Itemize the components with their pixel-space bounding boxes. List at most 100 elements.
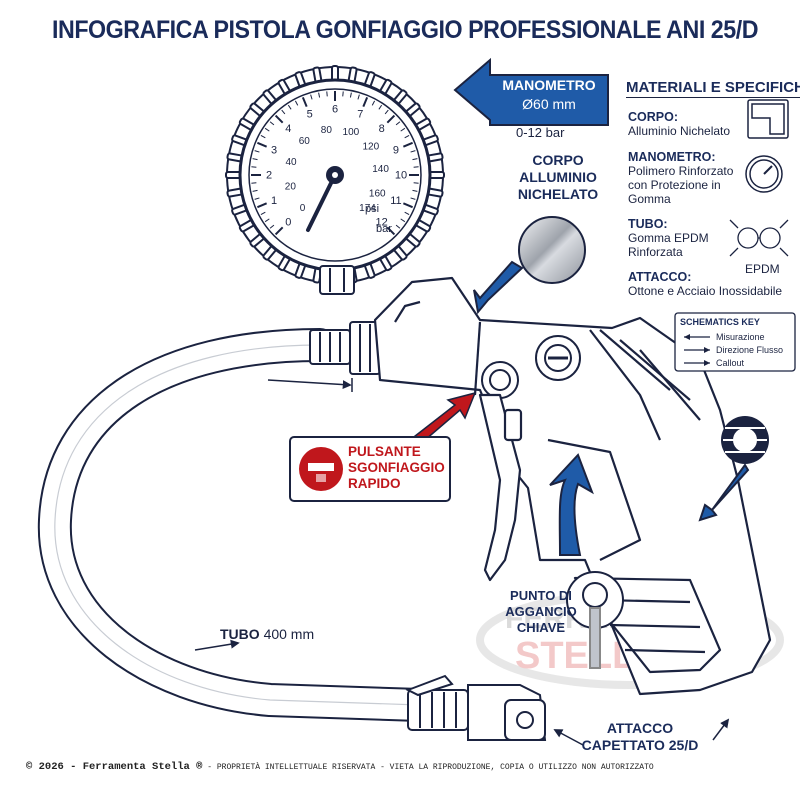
gauge-tick [274, 226, 284, 236]
gauge-stem [319, 265, 355, 295]
deflate-button [481, 361, 519, 399]
hose [37, 328, 437, 722]
gauge-tick [357, 94, 360, 100]
gauge-tick [264, 218, 270, 223]
tubo-callout: TUBO 400 mm [220, 626, 314, 642]
gauge-tick [412, 158, 418, 161]
gauge-tick [257, 141, 268, 148]
gauge-psi-label: 140 [372, 164, 389, 175]
gauge-tick [301, 97, 308, 108]
schematics-key-box [674, 312, 796, 372]
gauge-tick [395, 224, 401, 229]
gauge-psi-label: 60 [299, 136, 311, 147]
tire-icon [721, 416, 769, 464]
hose-fitting-top [309, 321, 381, 375]
gauge-tick [252, 158, 258, 161]
gauge-tick [254, 197, 260, 200]
manometro-callout-arrow [453, 57, 609, 126]
gauge-psi-label: 160 [369, 189, 386, 200]
gauge-tick [260, 211, 266, 216]
gauge-tick [384, 109, 389, 115]
gauge-tick [310, 94, 313, 100]
gauge-tick [378, 104, 383, 110]
tubo-length: 400 mm [263, 626, 315, 642]
gauge-tick [404, 134, 410, 139]
spec-tubo: TUBO: Gomma EPDM Rinforzata [628, 217, 709, 259]
gauge-tick [294, 100, 299, 106]
gauge-bar-label: 6 [332, 104, 338, 116]
gauge-tick [386, 226, 396, 236]
corpo-arrow [473, 260, 524, 315]
dimension-lines [194, 378, 730, 746]
key-item-misurazione: Misurazione [716, 332, 765, 342]
gauge-bar-label: 10 [395, 170, 407, 182]
manometro-callout-size: Ø60 mm [522, 96, 576, 112]
gauge-tick [260, 134, 266, 139]
gauge-tick [386, 114, 396, 124]
tire-arrow [698, 463, 750, 522]
gauge-tick [281, 109, 286, 115]
gauge-tick [274, 114, 284, 124]
schematics-key-title: SCHEMATICS KEY [680, 317, 760, 327]
footer-notice: - PROPRIETÀ INTELLETTUALE RISERVATA - VI… [202, 763, 654, 772]
gauge-tick [371, 100, 376, 106]
epdm-molecule-icon [729, 219, 789, 257]
gauge-bar-label: 1 [271, 195, 277, 207]
gauge-tick [287, 104, 292, 110]
specs-divider [626, 97, 800, 98]
footer: © 2026 - Ferramenta Stella ® - PROPRIETÀ… [26, 761, 654, 773]
gauge-psi-label: 20 [285, 181, 297, 192]
gauge-psi-label: 174 [359, 203, 376, 214]
gauge-tick [252, 189, 258, 192]
gauge-bar-label: 9 [393, 144, 399, 156]
metal-swatch [518, 216, 586, 284]
gauge-tick [412, 189, 418, 192]
gauge-tick [402, 202, 413, 209]
spec-manometro: MANOMETRO: Polimero Rinforzato con Prote… [628, 150, 734, 206]
gun-top-knob [535, 335, 581, 381]
gauge-bar-label: 11 [390, 195, 401, 207]
key-item-callout: Callout [716, 358, 745, 368]
gauge-tick [402, 141, 413, 148]
gauge-tick [362, 97, 369, 108]
gauge-tick [257, 202, 268, 209]
gauge-bar-label: 0 [285, 216, 291, 228]
gauge-psi-label: 80 [321, 125, 333, 136]
specs-title: MATERIALI E SPECIFICH [626, 79, 800, 96]
gauge-bar-label: 12 [376, 216, 388, 228]
epdm-label: EPDM [745, 262, 780, 276]
gauge-tick [264, 127, 270, 132]
connector-attacco [405, 674, 547, 741]
spec-icons [745, 99, 789, 193]
blue-arrows [453, 57, 750, 556]
gauge-tick [404, 211, 410, 216]
gauge-tick [395, 121, 401, 126]
trigger [478, 393, 523, 582]
spec-corpo: CORPO: Alluminio Nichelato [628, 110, 731, 138]
page-title: INFOGRAFICA PISTOLA GONFIAGGIO PROFESSIO… [52, 16, 759, 44]
gauge-unit-bar: bar [376, 223, 392, 235]
gauge-psi-label: 0 [300, 203, 306, 214]
key-item-direzione: Direzione Flusso [716, 345, 784, 355]
gauge-bar-label: 8 [379, 123, 385, 135]
gauge-bar-label: 3 [271, 144, 277, 156]
gauge-needle [306, 173, 337, 232]
tubo-label: TUBO [220, 626, 260, 642]
gauge-tick [318, 92, 321, 98]
pulsante-callout-box [289, 436, 451, 502]
gauge-unit-psi: psi [365, 203, 379, 215]
footer-copyright: © 2026 - Ferramenta Stella ® [26, 761, 203, 773]
gauge-tick [269, 224, 275, 229]
gauge-bar-label: 7 [357, 109, 363, 121]
key-hanger [566, 571, 624, 669]
spec-attacco: ATTACCO: Ottone e Acciaio Inossidabile [628, 270, 783, 298]
manometro-range: 0-12 bar [516, 125, 565, 140]
gauge-tick [269, 121, 275, 126]
gauge-tick [410, 197, 416, 200]
